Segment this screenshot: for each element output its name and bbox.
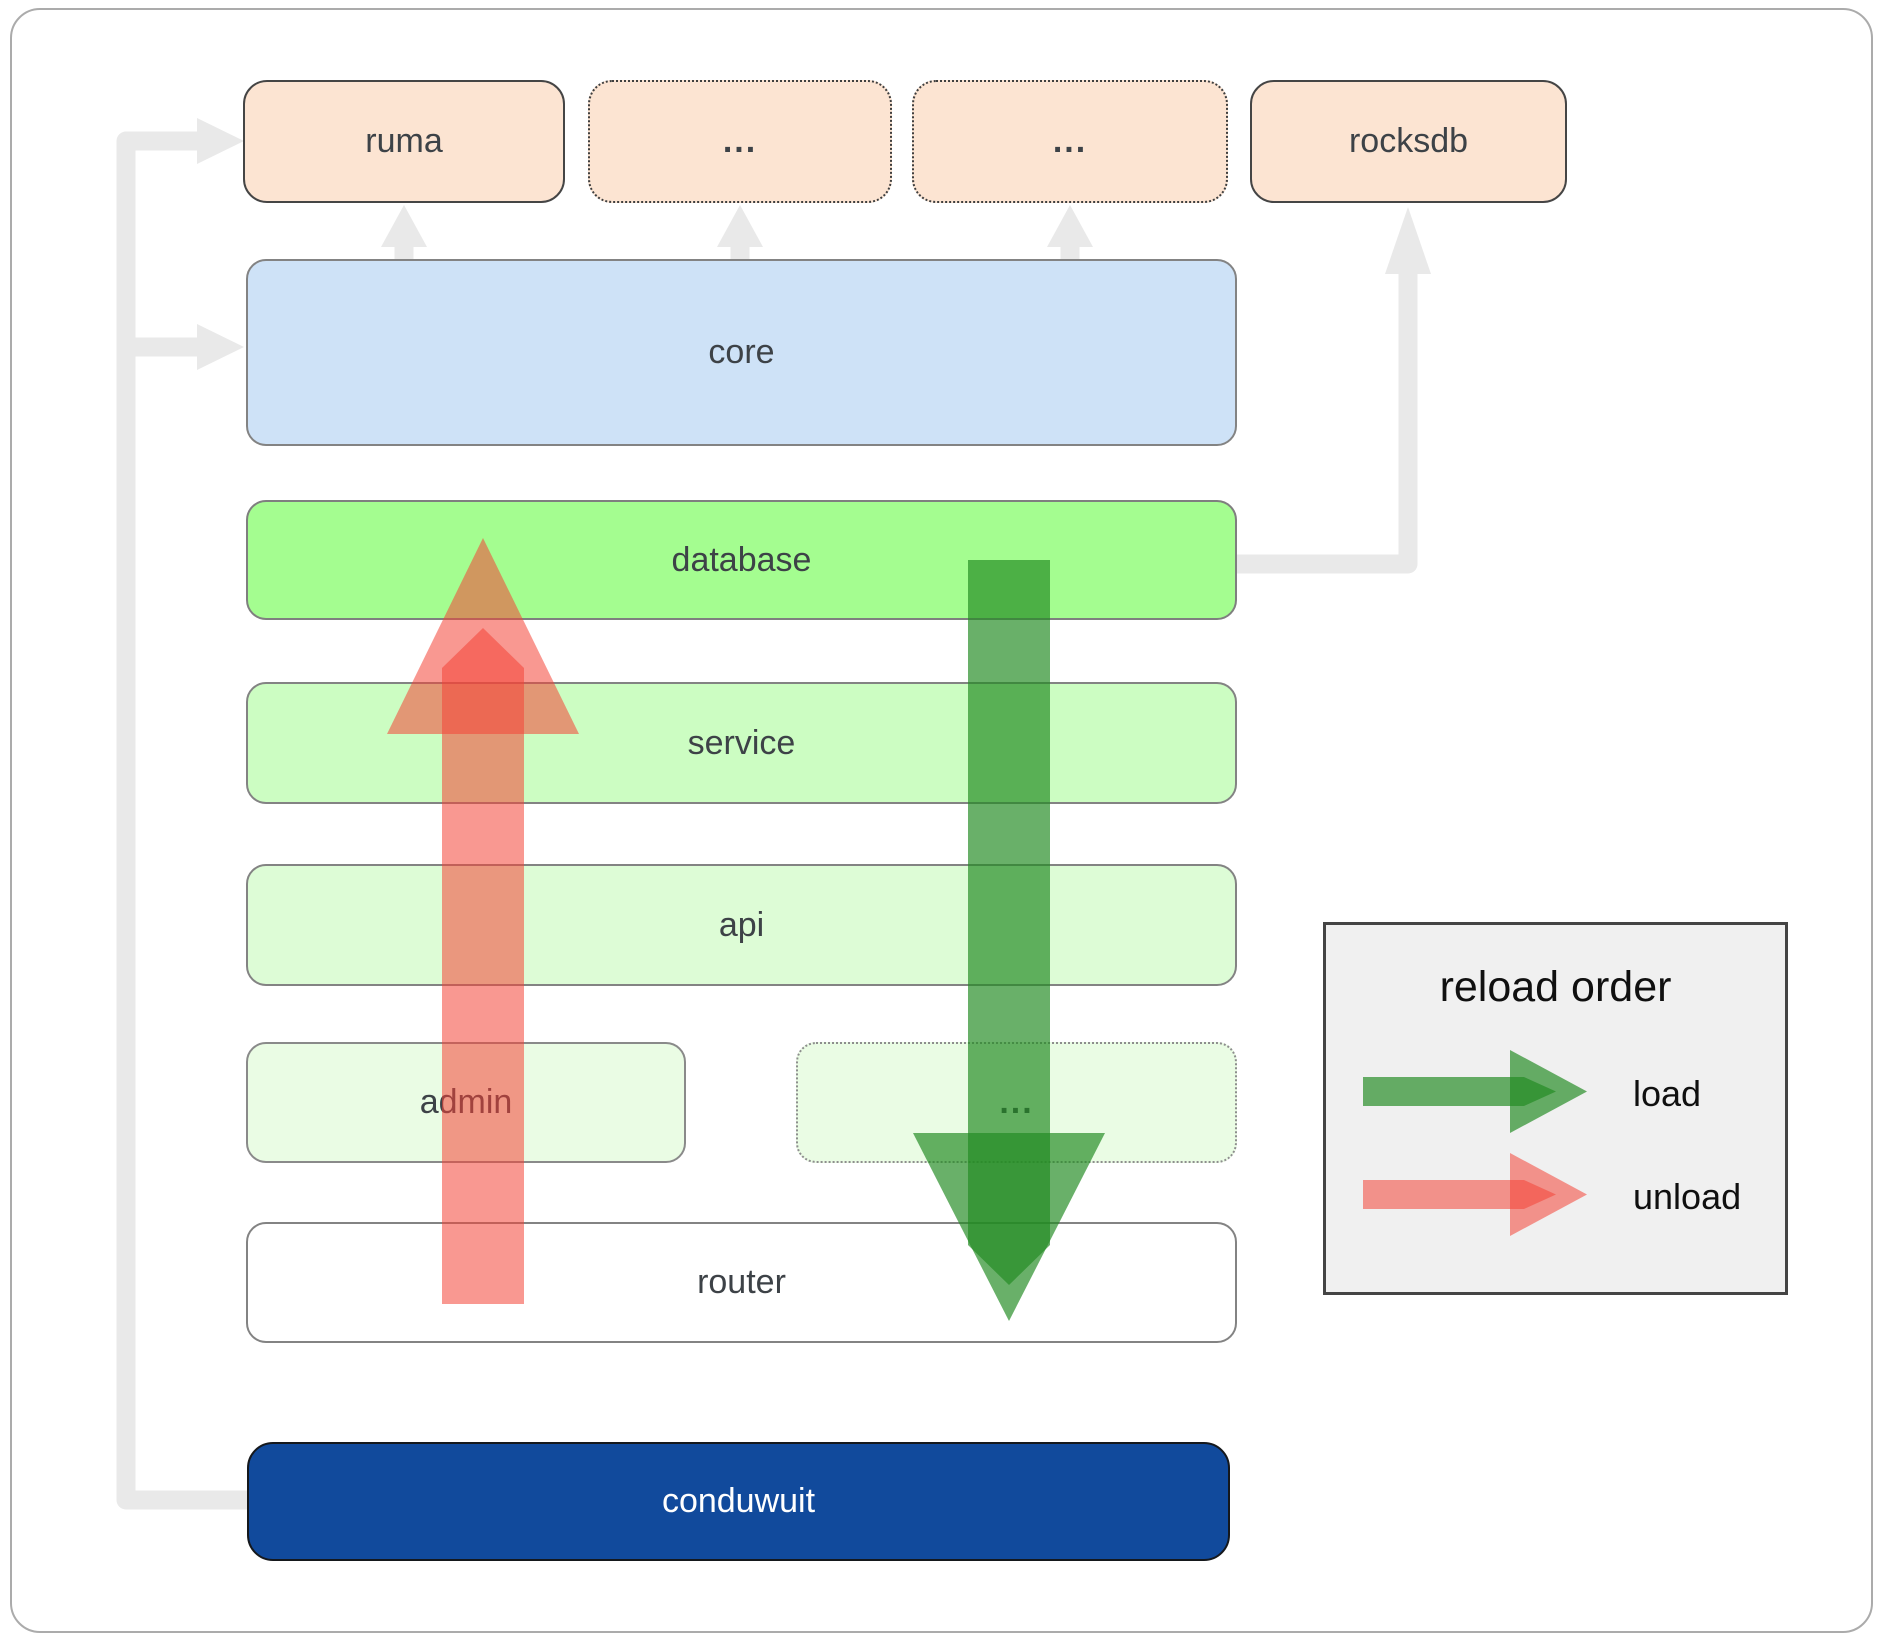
node-label: ... <box>1052 122 1088 160</box>
node-label: service <box>687 723 796 762</box>
node-top-dots-2: ... <box>912 80 1228 203</box>
legend: reload order load unload <box>1323 922 1788 1295</box>
legend-unload-label: unload <box>1633 1176 1742 1217</box>
node-service: service <box>246 682 1237 804</box>
node-core: core <box>246 259 1237 446</box>
node-admin-dots: ... <box>796 1042 1237 1163</box>
node-rocksdb: rocksdb <box>1250 80 1567 203</box>
node-label: ... <box>722 122 758 160</box>
node-label: rocksdb <box>1348 122 1469 160</box>
node-api: api <box>246 864 1237 986</box>
node-label: database <box>671 540 812 579</box>
node-top-dots-1: ... <box>588 80 892 203</box>
node-database: database <box>246 500 1237 620</box>
node-label: ruma <box>365 122 443 160</box>
node-label: core <box>708 333 775 371</box>
node-admin: admin <box>246 1042 686 1163</box>
node-router: router <box>246 1222 1237 1343</box>
node-label: admin <box>419 1083 513 1121</box>
node-label: router <box>697 1263 786 1301</box>
node-conduwuit: conduwuit <box>247 1442 1230 1561</box>
node-label: ... <box>999 1083 1034 1121</box>
node-ruma: ruma <box>243 80 565 203</box>
node-label: conduwuit <box>661 1482 816 1520</box>
legend-title: reload order <box>1439 963 1672 1011</box>
legend-load-label: load <box>1633 1073 1702 1114</box>
node-label: api <box>718 905 765 944</box>
